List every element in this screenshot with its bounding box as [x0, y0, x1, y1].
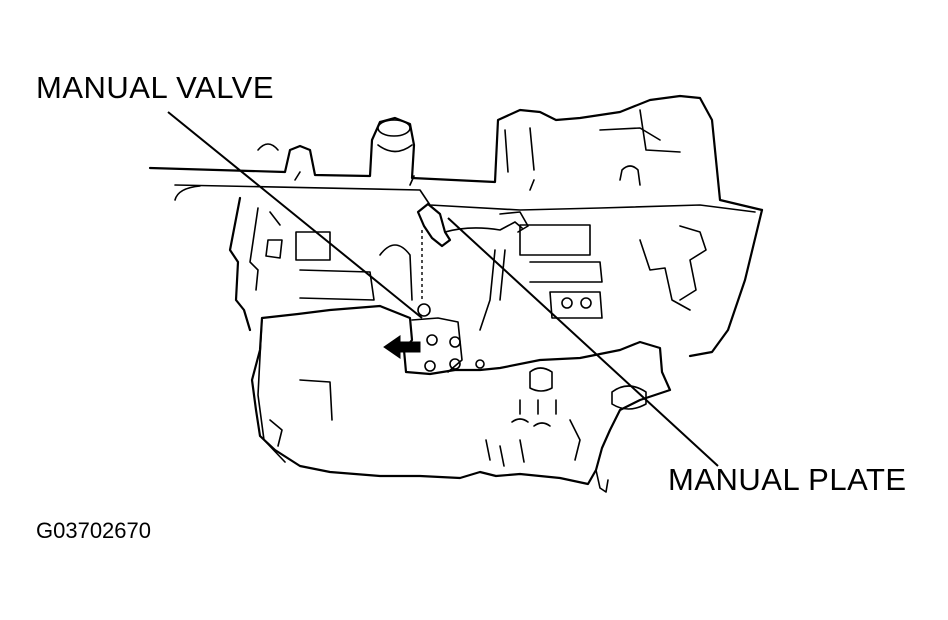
figure-code: G03702670: [36, 518, 151, 543]
manual-valve-leader: [167, 111, 423, 319]
manual-valve-label: MANUAL VALVE: [36, 70, 275, 105]
manual-plate-part: [416, 202, 529, 300]
manual-plate-leader: [447, 217, 719, 467]
manual-plate-label: MANUAL PLATE: [668, 462, 907, 497]
lower-valve-body: [250, 303, 672, 493]
separator-plate: [228, 196, 764, 358]
transmission-housing: [148, 94, 764, 213]
direction-arrow: [383, 335, 421, 359]
